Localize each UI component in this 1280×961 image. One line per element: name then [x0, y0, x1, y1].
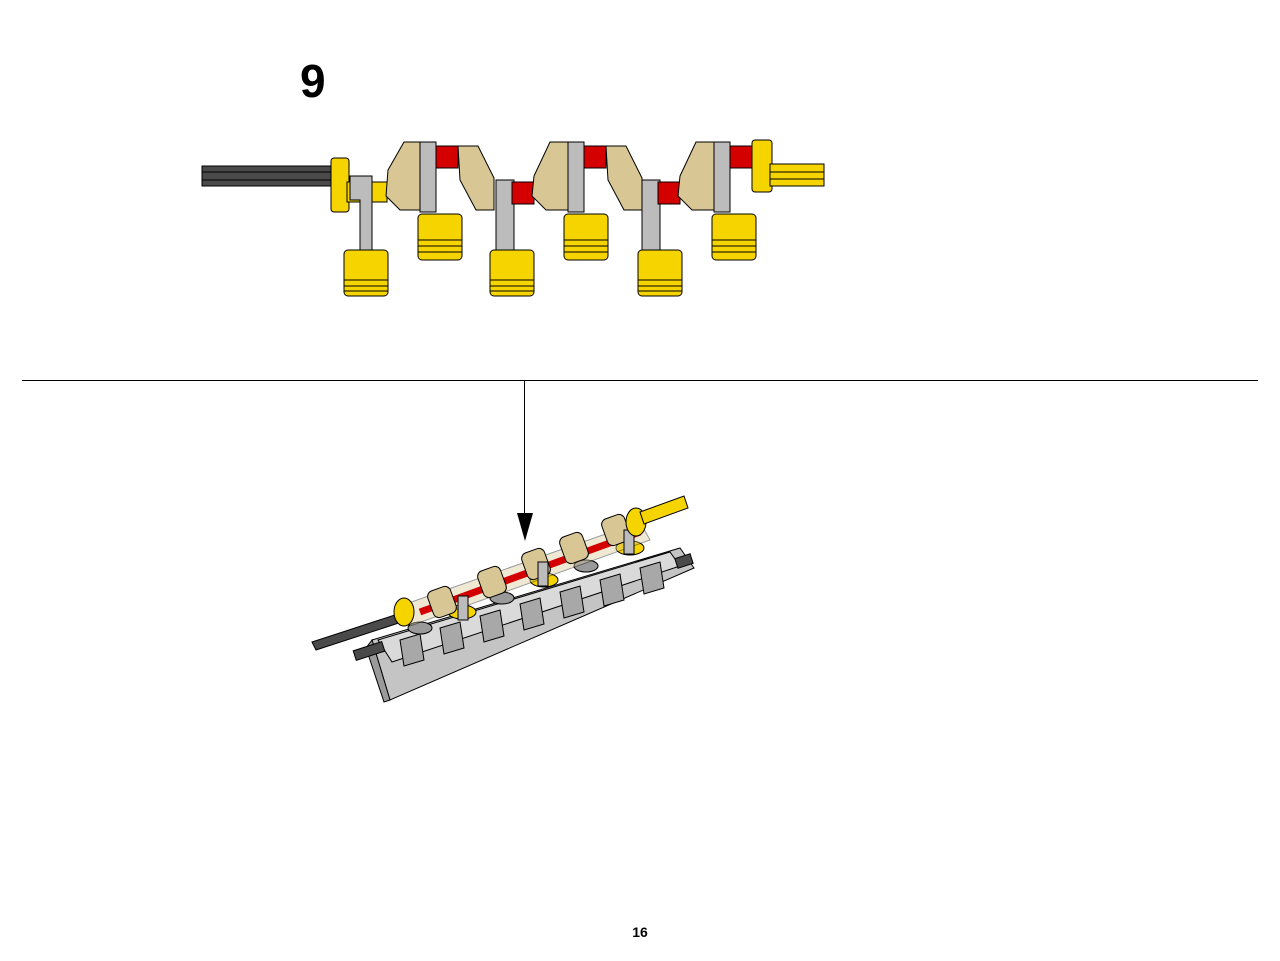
page-number: 16: [632, 924, 648, 940]
section-divider: [22, 380, 1258, 381]
arrow-head-icon: [517, 513, 533, 541]
placement-arrow-icon: [524, 381, 525, 515]
step-number: 9: [300, 55, 326, 107]
crank-pistons: [343, 141, 757, 297]
